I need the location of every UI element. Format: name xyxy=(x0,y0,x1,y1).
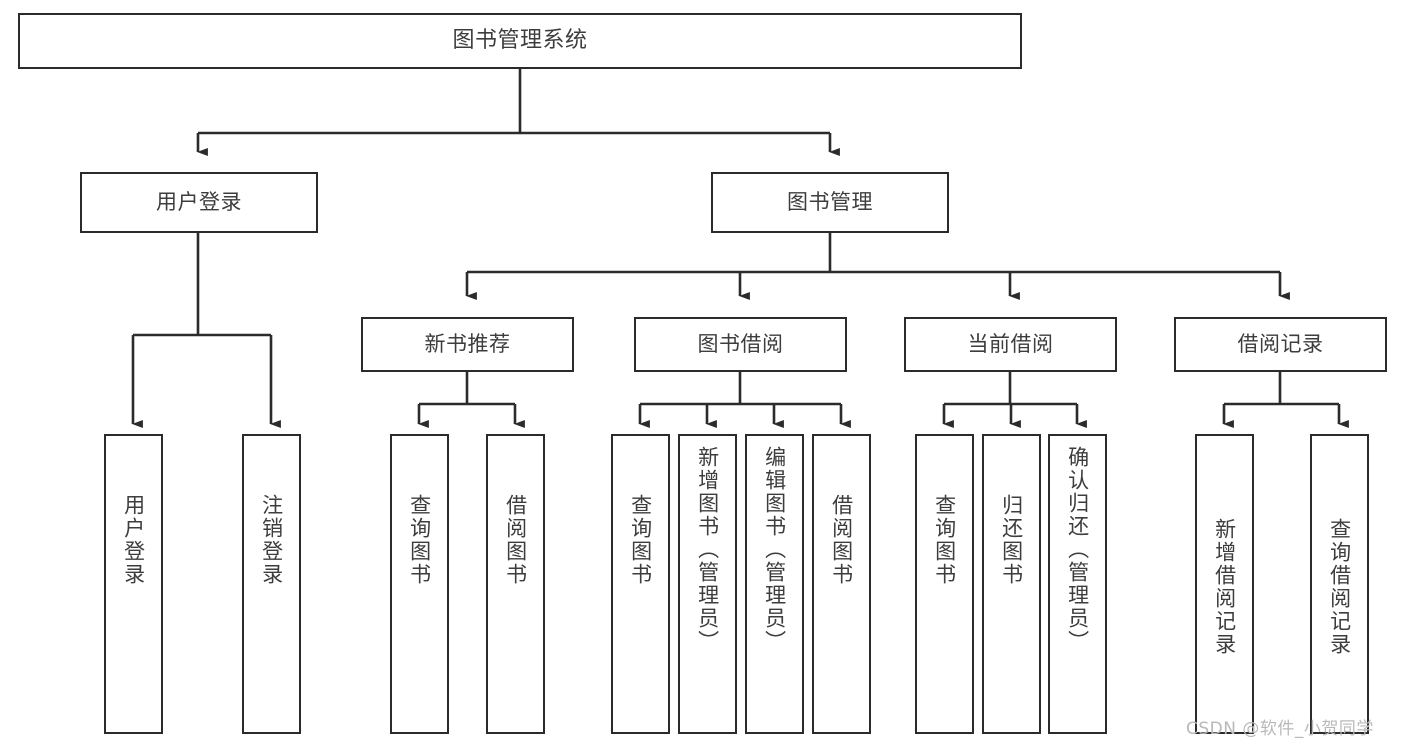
node-user-login[interactable]: 用户登录 xyxy=(80,172,318,233)
node-user-login-label: 用户登录 xyxy=(156,189,242,214)
node-leaf-query-record-label: 查询借阅记录 xyxy=(1327,518,1352,656)
node-leaf-user-login[interactable]: 用户登录 xyxy=(104,434,163,734)
node-leaf-logout-login-label: 注销登录 xyxy=(259,494,284,586)
node-leaf-query-book-2[interactable]: 查询图书 xyxy=(611,434,670,734)
node-leaf-logout-login[interactable]: 注销登录 xyxy=(242,434,301,734)
node-leaf-query-book-2-label: 查询图书 xyxy=(628,494,653,586)
node-borrow-record-label: 借阅记录 xyxy=(1237,331,1324,356)
node-root-system-label: 图书管理系统 xyxy=(452,27,588,53)
node-leaf-return-book-label: 归还图书 xyxy=(999,494,1024,586)
node-book-borrow-label: 图书借阅 xyxy=(697,331,784,356)
node-current-borrow-label: 当前借阅 xyxy=(967,331,1054,356)
node-leaf-borrow-book-1[interactable]: 借阅图书 xyxy=(486,434,545,734)
node-leaf-return-book[interactable]: 归还图书 xyxy=(982,434,1041,734)
csdn-watermark: CSDN @软件_小贺同学 xyxy=(1186,719,1374,739)
node-borrow-record[interactable]: 借阅记录 xyxy=(1174,317,1387,372)
node-new-book-recommend-label: 新书推荐 xyxy=(424,331,511,356)
node-root-system[interactable]: 图书管理系统 xyxy=(18,13,1022,69)
node-leaf-user-login-label: 用户登录 xyxy=(121,494,146,586)
node-leaf-confirm-return-label: 确认归还（管理员） xyxy=(1065,446,1090,653)
node-leaf-borrow-book-1-label: 借阅图书 xyxy=(503,494,528,586)
node-leaf-add-book[interactable]: 新增图书（管理员） xyxy=(678,434,737,734)
node-leaf-query-book-1-label: 查询图书 xyxy=(407,494,432,586)
node-leaf-add-book-label: 新增图书（管理员） xyxy=(695,446,720,653)
node-leaf-add-record-label: 新增借阅记录 xyxy=(1212,518,1237,656)
node-book-management-label: 图书管理 xyxy=(787,189,873,214)
node-leaf-query-record[interactable]: 查询借阅记录 xyxy=(1310,434,1369,734)
node-book-management[interactable]: 图书管理 xyxy=(711,172,949,233)
node-leaf-confirm-return[interactable]: 确认归还（管理员） xyxy=(1048,434,1107,734)
node-new-book-recommend[interactable]: 新书推荐 xyxy=(361,317,574,372)
node-leaf-edit-book-label: 编辑图书（管理员） xyxy=(762,446,787,653)
node-leaf-add-record[interactable]: 新增借阅记录 xyxy=(1195,434,1254,734)
node-leaf-query-book-1[interactable]: 查询图书 xyxy=(390,434,449,734)
node-book-borrow[interactable]: 图书借阅 xyxy=(634,317,847,372)
node-leaf-borrow-book-2[interactable]: 借阅图书 xyxy=(812,434,871,734)
node-current-borrow[interactable]: 当前借阅 xyxy=(904,317,1117,372)
node-leaf-query-book-3-label: 查询图书 xyxy=(932,494,957,586)
node-leaf-query-book-3[interactable]: 查询图书 xyxy=(915,434,974,734)
node-leaf-edit-book[interactable]: 编辑图书（管理员） xyxy=(745,434,804,734)
node-leaf-borrow-book-2-label: 借阅图书 xyxy=(829,494,854,586)
